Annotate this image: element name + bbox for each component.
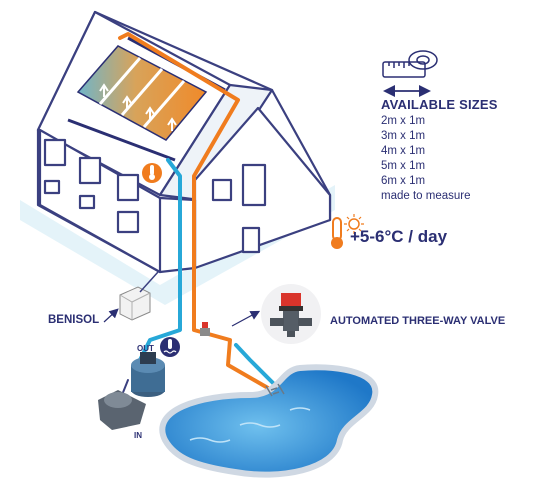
tape-measure-icon (382, 50, 438, 97)
thermometer-sun-icon (331, 214, 364, 249)
benisol-controller (119, 271, 159, 321)
pipes (117, 32, 277, 421)
sand-filter (131, 352, 165, 397)
size-item: 4m x 1m (381, 145, 426, 157)
size-item: 3m x 1m (381, 130, 426, 142)
out-label: OUT (137, 344, 154, 353)
size-item: 2m x 1m (381, 115, 426, 127)
house (36, 10, 332, 274)
temperature-gain: +5-6°C / day (350, 227, 448, 246)
three-way-valve (261, 284, 321, 344)
inline-valve (200, 322, 210, 336)
arrow-icon (99, 83, 109, 97)
size-item: made to measure (381, 190, 471, 202)
return-pipe (234, 343, 277, 387)
pool-ladder (265, 383, 285, 397)
pool-pump (98, 390, 146, 430)
size-item: 6m x 1m (381, 175, 426, 187)
size-item: 5m x 1m (381, 160, 426, 172)
valve-label: AUTOMATED THREE-WAY VALVE (330, 315, 506, 327)
sizes-title: AVAILABLE SIZES (381, 97, 498, 112)
in-label: IN (134, 431, 142, 440)
cold-pipe (138, 158, 182, 362)
temperature-sensor-icon (160, 337, 180, 357)
pointer-arrows (103, 308, 261, 327)
benisol-label: BENISOL (48, 314, 100, 326)
arrow-icon (145, 106, 155, 120)
arrow-icon (122, 95, 132, 109)
swimming-pool (159, 364, 379, 478)
sizes-list: 2m x 1m 3m x 1m 4m x 1m 5m x 1m 6m x 1m … (381, 114, 471, 204)
ground-shadow (20, 185, 335, 305)
arrow-icon (167, 117, 177, 131)
hot-pipe (118, 32, 270, 390)
thermometer-badge-icon (142, 163, 162, 183)
